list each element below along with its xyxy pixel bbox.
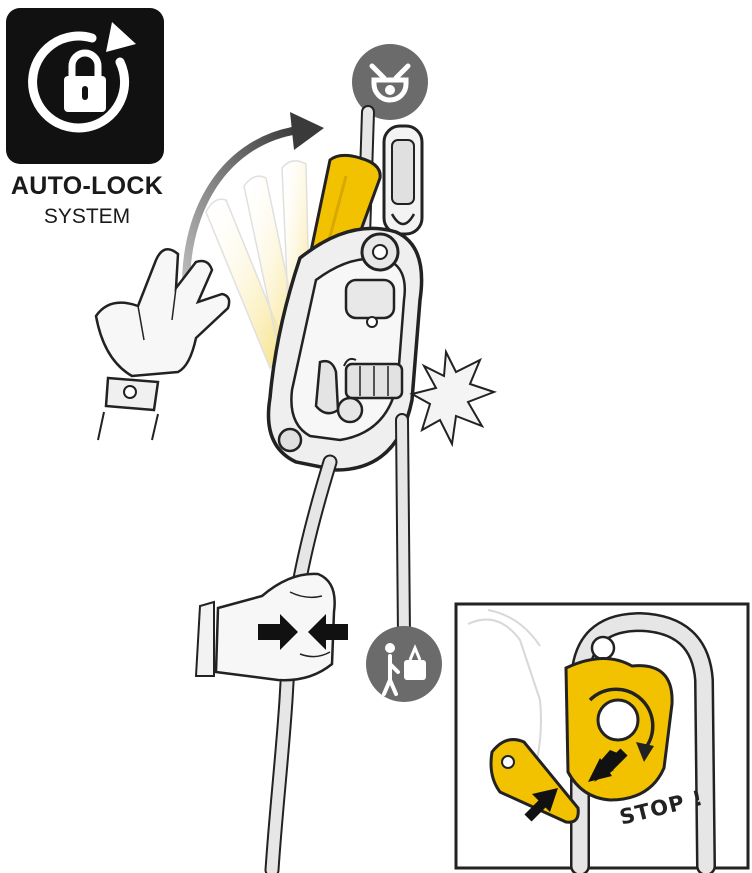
squeeze-arrows-icon [258, 614, 348, 650]
upper-hand [94, 247, 231, 441]
person-with-load-icon [366, 626, 442, 702]
descender-device-body [266, 226, 424, 472]
anchor-overhead-icon [352, 44, 428, 120]
inset-stop-detail [454, 602, 750, 873]
rope-brake-strand [264, 454, 338, 873]
lock-with-rotation-arrow-icon [28, 22, 136, 133]
carabiner [382, 124, 424, 236]
auto-lock-title: AUTO-LOCK [10, 172, 164, 200]
rope-load-strand [395, 413, 411, 643]
auto-lock-badge [6, 8, 164, 164]
auto-lock-subtitle: SYSTEM [43, 205, 131, 228]
impact-burst-icon [409, 348, 497, 448]
